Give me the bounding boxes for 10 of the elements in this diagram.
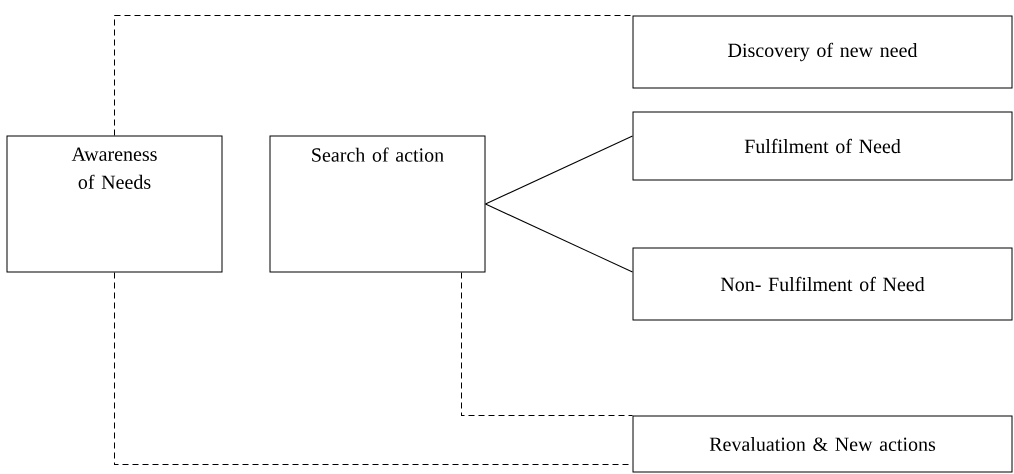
process-box: Revaluation & New actions — [632, 415, 1013, 473]
process-box: Awareness of Needs — [6, 135, 223, 273]
connector-line — [485, 135, 633, 205]
process-box: Fulfilment of Need — [632, 111, 1013, 181]
process-box: Non- Fulfilment of Need — [632, 247, 1013, 321]
dashed-connector — [114, 15, 633, 136]
connector-line — [485, 203, 633, 273]
process-box: Discovery of new need — [632, 15, 1013, 89]
dashed-connector — [461, 272, 633, 416]
process-box: Search of action — [269, 135, 486, 273]
